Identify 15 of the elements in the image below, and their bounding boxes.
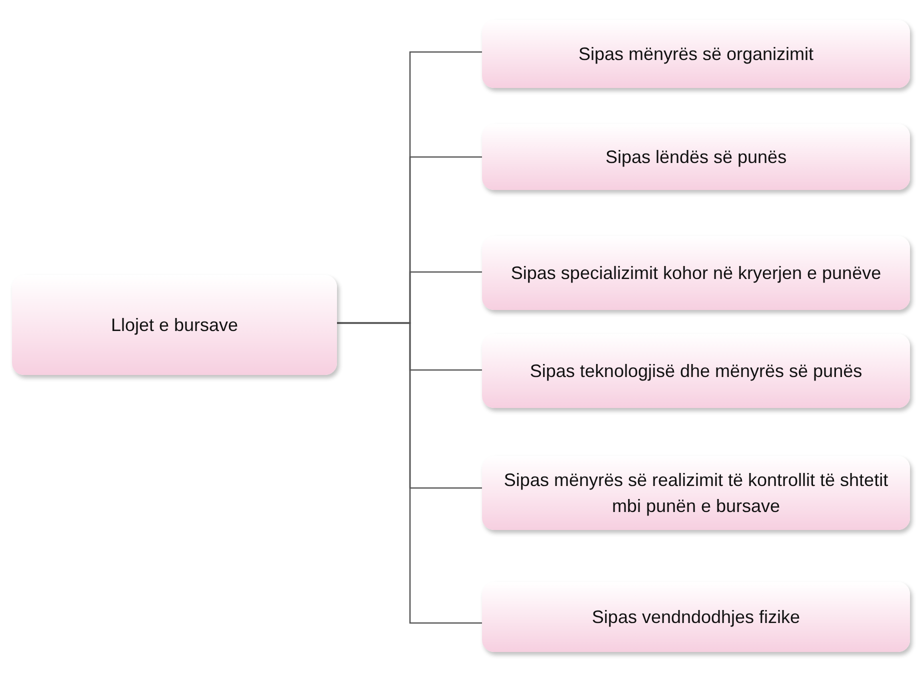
connector-line — [337, 322, 482, 624]
box-label: Sipas mënyrës së realizimit të kontrollit të shtetit mbi punën e bursave — [502, 469, 890, 518]
category-box — [482, 456, 910, 530]
category-box — [482, 236, 910, 310]
category-box — [482, 124, 910, 190]
box-label: Sipas specializimit kohor në kryerjen e punëve — [510, 262, 882, 285]
box-label: Llojet e bursave — [110, 314, 238, 337]
category-box — [482, 334, 910, 408]
box-label: Sipas lëndës së punës — [605, 146, 787, 169]
box-label: Sipas mënyrës së organizimit — [578, 43, 814, 66]
box-label: Sipas vendndodhjes fizike — [592, 606, 800, 629]
category-box — [12, 275, 337, 375]
category-box — [482, 582, 910, 652]
category-box — [482, 20, 910, 88]
box-label: Sipas teknologjisë dhe mënyrës së punës — [530, 360, 862, 383]
